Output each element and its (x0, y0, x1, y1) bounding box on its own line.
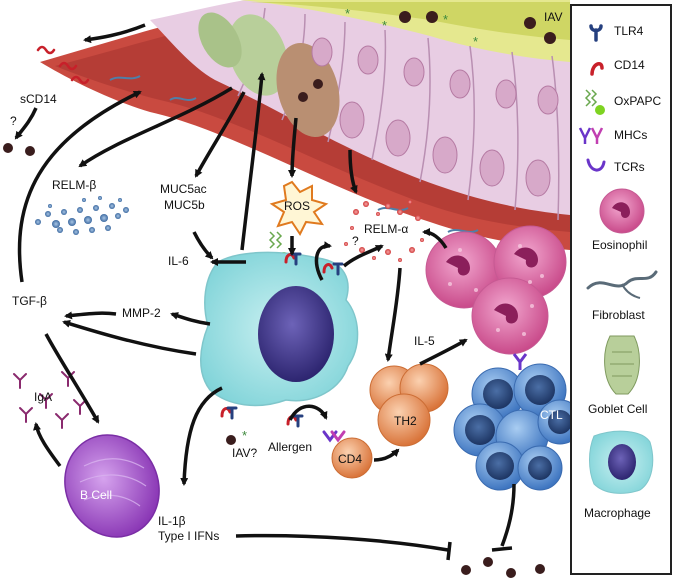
macrophage-cell (200, 251, 359, 407)
arrow-tgf-to-epithelium (17, 90, 142, 283)
arrow-macrophage-to-mmp2 (170, 312, 211, 326)
arrow-relm-alpha-to-th2 (384, 267, 402, 362)
label-question-1: ? (10, 114, 17, 128)
airway-epithelium (40, 0, 570, 250)
legend-item-tcrs: TCRs (572, 156, 670, 180)
arrow-infected-to-ros (288, 117, 298, 178)
label-cd4: CD4 (338, 452, 363, 466)
legend-item-fibroblast: Fibroblast (572, 264, 670, 326)
label-muc5b: MUC5b (164, 198, 205, 212)
label-muc5ac: MUC5ac (160, 182, 207, 196)
arrow-eosinophil-to-relm-alpha (422, 228, 448, 249)
b-cell (64, 434, 160, 538)
legend-label: MHCs (614, 128, 648, 142)
svg-text:*: * (345, 6, 350, 21)
arrow-receptor-to-relm-alpha (342, 244, 384, 268)
inhibition-lines (235, 483, 516, 561)
legend-label: Eosinophil (592, 238, 648, 252)
label-relm-beta: RELM-β (52, 178, 97, 192)
legend-item-oxpapc: OxPAPC (572, 88, 670, 116)
label-scd14: sCD14 (20, 92, 57, 106)
macrophage-icon (589, 430, 654, 494)
infected-epithelial-cell (276, 42, 340, 138)
label-question-2: ? (352, 234, 359, 248)
arrow-epithelium-to-relm-beta (78, 86, 233, 168)
mhcs-icon (578, 127, 604, 144)
legend-label: CD14 (614, 58, 645, 72)
legend-item-cd14: CD14 (572, 54, 670, 78)
label-tgf-beta: TGF-β (12, 294, 47, 308)
goblet-cell-icon (604, 335, 640, 395)
arrow-bcell-to-iga (33, 422, 62, 468)
arrow-macrophage-to-epithelium (240, 72, 266, 251)
svg-text:*: * (443, 12, 448, 27)
label-iav-top: IAV (544, 10, 563, 24)
label-il5: IL-5 (414, 334, 435, 348)
macrophage-nucleus (258, 286, 334, 382)
label-iav-question: IAV? (232, 446, 258, 460)
iga-antibodies (13, 371, 87, 429)
legend-panel: TLR4 CD14 OxPAPC MHCs TCRs Eosinophil (570, 4, 672, 575)
legend-label: Goblet Cell (588, 402, 648, 416)
label-ros: ROS (284, 199, 311, 213)
th2-cluster (331, 363, 449, 479)
eosinophil-icon (599, 188, 645, 234)
arrow-cd4-to-th2 (373, 448, 400, 462)
tcrs-icon (586, 158, 606, 172)
legend-label: Fibroblast (592, 308, 645, 322)
arrow-tgf-to-bcell (44, 333, 100, 424)
arrow-epithelium-to-muc (194, 91, 246, 178)
iav-virus-particles: * * * * * (3, 6, 556, 578)
signal-arrows (14, 23, 468, 486)
label-th2: TH2 (394, 414, 417, 428)
legend-item-macrophage: Macrophage (572, 426, 670, 526)
goblet-cell (198, 12, 242, 68)
fibroblast-icon (586, 270, 658, 299)
relm-alpha-particles (344, 200, 424, 262)
goblet-cell (228, 14, 288, 96)
legend-item-eosinophil: Eosinophil (572, 186, 670, 256)
label-il6: IL-6 (168, 254, 189, 268)
legend-item-tlr4: TLR4 (572, 20, 670, 44)
arrow-mmp2-to-tgf (64, 311, 117, 320)
legend-item-mhcs: MHCs (572, 124, 670, 148)
legend-label: OxPAPC (614, 94, 662, 108)
relm-beta-particles (35, 196, 129, 235)
svg-text:*: * (473, 34, 478, 49)
label-type1-ifns: Type I IFNs (158, 529, 220, 543)
label-b-cell: B Cell (80, 488, 113, 502)
arrow-muc-to-macrophage (192, 231, 214, 260)
label-mmp2: MMP-2 (122, 306, 161, 320)
arrow-macrophage-to-tgf (62, 319, 197, 356)
label-ctl: CTL (540, 408, 563, 422)
label-iga: IgA (34, 390, 53, 404)
legend-label: TCRs (614, 160, 645, 174)
cd14-icon (590, 62, 604, 76)
legend-label: TLR4 (614, 24, 644, 38)
ros-burst (269, 180, 329, 236)
tlr4-icon (589, 24, 603, 42)
arrow-th2-to-il5 (419, 338, 468, 366)
label-allergen: Allergen (268, 440, 313, 454)
oxpapc-icon (584, 89, 605, 115)
arrow-question-loop (314, 241, 332, 281)
label-il1b: IL-1β (158, 514, 186, 528)
legend-label: Macrophage (584, 506, 651, 520)
arrow-scd14-down (14, 107, 38, 140)
svg-text:*: * (382, 18, 387, 33)
scd14-molecules (36, 45, 90, 85)
eosinophil-cluster (425, 225, 567, 355)
arrow-epithelium-to-relm-alpha (348, 149, 358, 194)
ctl-cluster (453, 353, 583, 491)
svg-text:*: * (242, 428, 247, 443)
label-relm-alpha: RELM-α (364, 222, 409, 236)
arrow-allergen-to-cd4 (288, 404, 328, 421)
arrow-epithelium-to-scd14 (83, 23, 146, 44)
arrow-iav-to-il1b (180, 386, 223, 486)
legend-item-goblet-cell: Goblet Cell (572, 332, 670, 418)
